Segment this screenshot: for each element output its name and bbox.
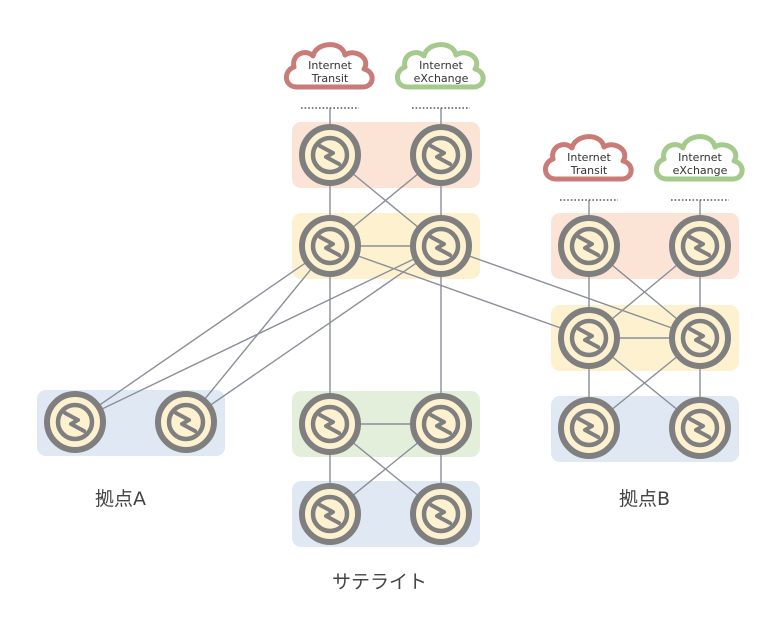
router-icon [669, 397, 731, 459]
cloud-label-line1: Internet [308, 59, 352, 72]
router-icon [558, 307, 620, 369]
router-icon [410, 393, 472, 455]
router-icon [299, 393, 361, 455]
router-icon [669, 307, 731, 369]
router-icon [410, 215, 472, 277]
link-c1-bc1 [329, 245, 590, 339]
site-a-label: 拠点A [95, 488, 146, 510]
link-c1-a1 [74, 245, 331, 423]
router-icon [155, 391, 217, 453]
site-b-label: 拠点B [619, 488, 671, 510]
link-c2-a1 [74, 245, 442, 423]
cloud-label-line2: Transit [570, 164, 608, 177]
cloud-label-line2: eXchange [673, 164, 728, 177]
router-icon [299, 483, 361, 545]
cloud-label-line2: Transit [311, 72, 349, 85]
router-icon [558, 215, 620, 277]
cloud-label-line1: Internet [419, 59, 463, 72]
router-icon [44, 391, 106, 453]
router-icon [410, 483, 472, 545]
link-c2-a2 [185, 245, 442, 423]
router-icon [299, 215, 361, 277]
link-c2-bc2 [440, 245, 701, 339]
cloud-label-line1: Internet [567, 151, 611, 164]
router-icon [558, 397, 620, 459]
satellite-label: サテライト [332, 571, 428, 593]
cloud-label-line1: Internet [678, 151, 722, 164]
router-icon [669, 215, 731, 277]
router-icon [410, 124, 472, 186]
cloud-label-line2: eXchange [414, 72, 469, 85]
router-icon [299, 124, 361, 186]
